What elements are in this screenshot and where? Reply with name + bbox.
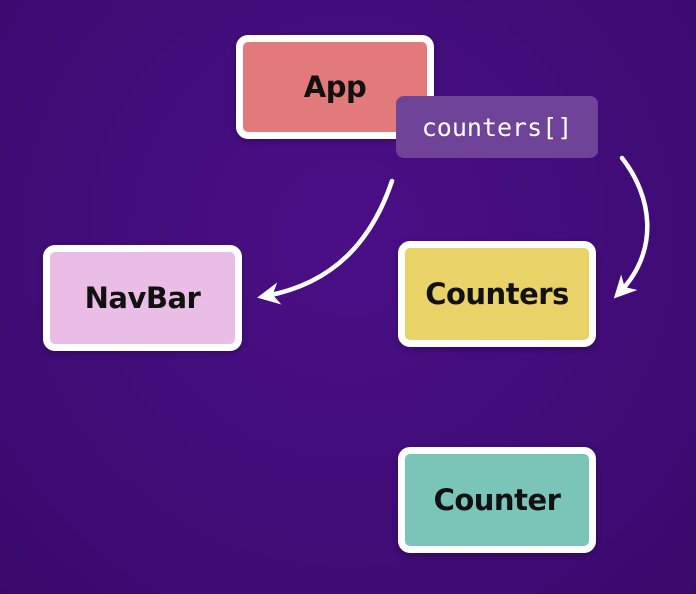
counter-component-label: Counter — [433, 483, 561, 517]
counters-component-label: Counters — [425, 277, 569, 311]
counters-component-box: Counters — [398, 241, 596, 347]
arrow-app-to-navbar — [257, 178, 395, 305]
navbar-component-box: NavBar — [43, 245, 242, 351]
arrow-app-to-counters — [613, 155, 650, 299]
counter-component-box: Counter — [398, 447, 596, 553]
app-component-label: App — [303, 70, 367, 104]
counters-state-tag: counters[] — [396, 96, 598, 158]
app-component-box: App — [236, 35, 434, 139]
navbar-component-label: NavBar — [84, 281, 201, 315]
counters-state-label: counters[] — [421, 112, 573, 142]
